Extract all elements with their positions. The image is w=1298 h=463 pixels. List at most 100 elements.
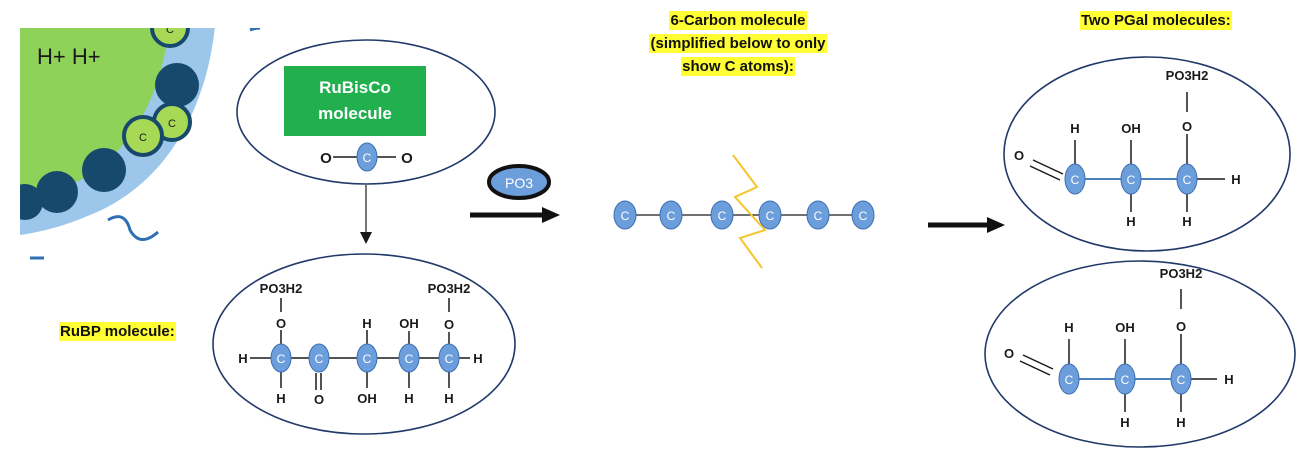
- rubp-carbons: C C C C C: [270, 343, 460, 373]
- thylakoid-c-label: C: [139, 132, 147, 144]
- six-carbon-caption-line-3: show C atoms):: [681, 57, 795, 76]
- six-carbon-caption: 6-Carbon molecule (simplified below to o…: [612, 11, 864, 76]
- down-arrow: [360, 185, 372, 244]
- rubp-ellipse: C C C C C PO3H2 PO3H2 O O H OH H H H O O…: [212, 253, 516, 435]
- carbon-label: C: [277, 352, 286, 366]
- carbon-atom: [1170, 363, 1192, 395]
- atom-oh: OH: [357, 391, 377, 406]
- phosphate-label: PO3H2: [428, 281, 471, 296]
- squiggle-mark: [107, 215, 159, 241]
- atom-oh: OH: [399, 316, 419, 331]
- pgal-title: Two PGal molecules:: [1080, 11, 1232, 30]
- atom-h: H: [1120, 415, 1129, 430]
- carbon-label: C: [859, 209, 868, 223]
- carbon-label: C: [1121, 373, 1130, 387]
- thylakoid-c-label: C: [168, 118, 176, 130]
- ellipse-outline: [1003, 56, 1291, 252]
- atom-h: H: [1064, 320, 1073, 335]
- atom-o: O: [1014, 148, 1024, 163]
- pgal-molecule-1: C C C PO3H2 H OH O O H H H: [1003, 56, 1291, 252]
- atom-oh: OH: [1121, 121, 1141, 136]
- carbon-atom: [1064, 163, 1086, 195]
- backbone-bonds: [250, 298, 470, 390]
- rubisco-line-1: RuBisCo: [319, 78, 391, 97]
- pgal-molecule-2: C C C PO3H2 H OH O O H H H: [984, 260, 1296, 448]
- thylakoid-stack: C C C: [20, 24, 199, 220]
- atom-h: H: [1070, 121, 1079, 136]
- rubisco-box: [284, 66, 426, 136]
- right-arrow: [470, 207, 560, 223]
- carbon-atom: [308, 343, 330, 373]
- atom-h: H: [444, 391, 453, 406]
- phosphate-label: PO3H2: [1160, 266, 1203, 281]
- six-carbon-caption-line-2: (simplified below to only: [649, 34, 827, 53]
- atom-h: H: [404, 391, 413, 406]
- thylakoid-dark-disc: [155, 63, 199, 107]
- atom-h: H: [238, 351, 247, 366]
- phosphate-label: PO3H2: [1166, 68, 1209, 83]
- thylakoid-dark-disc: [20, 184, 43, 220]
- atom-h: H: [276, 391, 285, 406]
- atom-o: O: [444, 317, 454, 332]
- carbon-atom: [1114, 363, 1136, 395]
- carbon-label: C: [718, 209, 727, 223]
- carbon-atom: [270, 343, 292, 373]
- right-arrow: [928, 217, 1005, 233]
- carbon-atom: [356, 343, 378, 373]
- carbon-label: C: [1071, 173, 1080, 187]
- lightning-split-icon: [732, 154, 767, 269]
- carbon-atom: [438, 343, 460, 373]
- atom-h: H: [1176, 415, 1185, 430]
- atom-o: O: [320, 150, 332, 167]
- atom-h: H: [1231, 172, 1240, 187]
- rubp-atom-labels: PO3H2 PO3H2 O O H OH H H H O OH H H: [238, 281, 482, 407]
- stroma-green-region: [20, 28, 169, 201]
- carbon-label: C: [1183, 173, 1192, 187]
- ellipse-outline: [212, 253, 516, 435]
- ellipse-outline: [984, 260, 1296, 448]
- carbon-atom: [659, 200, 683, 230]
- carbon-atom: [758, 200, 782, 230]
- thylakoid-c-disc: [150, 28, 190, 48]
- thylakoid-dark-disc: [36, 171, 78, 213]
- carbon-atom: [356, 142, 378, 172]
- carbon-label: C: [1177, 373, 1186, 387]
- atom-oh: OH: [1115, 320, 1135, 335]
- atom-o: O: [401, 150, 413, 167]
- carbon-label: C: [766, 209, 775, 223]
- carbon-label: C: [1065, 373, 1074, 387]
- carbon-label: C: [445, 352, 454, 366]
- thylakoid-c-disc: [122, 115, 164, 157]
- carbon-atom: [806, 200, 830, 230]
- carbon-atom: [1058, 363, 1080, 395]
- carbon-atom: [851, 200, 875, 230]
- atom-o: O: [314, 392, 324, 407]
- rubp-molecule-label: RuBP molecule:: [59, 322, 176, 341]
- phosphate-badge-label: PO3: [505, 175, 533, 191]
- rubisco-line-2: molecule: [318, 104, 392, 123]
- carbon-atom: [1120, 163, 1142, 195]
- atom-o: O: [1182, 119, 1192, 134]
- thylakoid-dark-disc: [82, 148, 126, 192]
- carbon-label: C: [621, 209, 630, 223]
- atom-h: H: [362, 316, 371, 331]
- hplus-label: H+ H+: [37, 44, 101, 69]
- thylakoid-c-label: C: [166, 24, 174, 36]
- atom-o: O: [1004, 346, 1014, 361]
- carbon-atom: [1176, 163, 1198, 195]
- atom-h: H: [473, 351, 482, 366]
- carbon-atom: [398, 343, 420, 373]
- carbon-atom: [613, 200, 637, 230]
- chloroplast-illustration: C C C: [20, 24, 260, 260]
- atom-h: H: [1182, 214, 1191, 229]
- carbon-label: C: [667, 209, 676, 223]
- carbon-label: C: [315, 352, 324, 366]
- atom-o: O: [276, 316, 286, 331]
- six-carbon-caption-line-1: 6-Carbon molecule: [669, 11, 807, 30]
- carbon-label: C: [1127, 173, 1136, 187]
- phosphate-label: PO3H2: [260, 281, 303, 296]
- rubisco-ellipse: RuBisCo molecule O O C: [236, 39, 496, 185]
- carbon-label: C: [363, 151, 372, 165]
